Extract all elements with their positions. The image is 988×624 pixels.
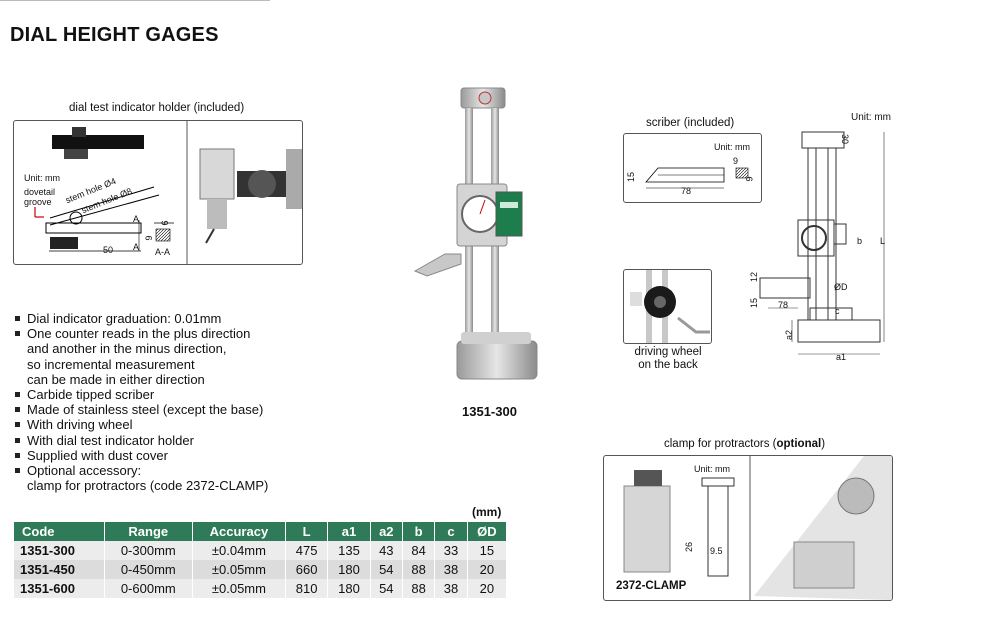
clamp-d95: 9.5 (710, 546, 723, 556)
cell: 54 (370, 560, 403, 579)
cell: 135 (327, 541, 371, 560)
cell: 0-300mm (104, 541, 193, 560)
feature-item: Supplied with dust cover (14, 448, 268, 463)
holder-unit: Unit: mm (24, 173, 60, 183)
drawing-D: ØD (834, 282, 848, 292)
holder-dim50: 50 (103, 245, 114, 255)
driving-figure (623, 269, 712, 344)
drawing-d12: 12 (749, 271, 760, 283)
header-c: c (434, 522, 468, 541)
cell: ±0.05mm (192, 560, 286, 579)
cell: 180 (327, 560, 371, 579)
feature-item: Optional accessory: clamp for protractor… (14, 463, 268, 493)
header-a2: a2 (370, 522, 403, 541)
table-header-row: Code Range Accuracy L a1 a2 b c ØD (14, 522, 508, 541)
clamp-caption: clamp for protractors (optional) (664, 438, 826, 450)
cell: 180 (327, 579, 371, 598)
header-b: b (402, 522, 436, 541)
cell: 1351-300 (14, 541, 105, 560)
scriber-caption: scriber (included) (646, 117, 735, 129)
product-photo (413, 87, 538, 380)
drawing-b: b (857, 236, 863, 246)
clamp-d26: 26 (684, 541, 695, 553)
scriber-d15: 15 (626, 171, 637, 183)
table-row: 1351-450 0-450mm ±0.05mm 660 180 54 88 3… (14, 560, 508, 579)
cell: 20 (467, 560, 508, 579)
cell: 38 (434, 579, 468, 598)
drawing-c: c (835, 306, 840, 316)
clamp-drawing (623, 456, 892, 600)
cell: 88 (402, 579, 436, 598)
feature-item: One counter reads in the plus direction … (14, 326, 268, 387)
clamp-figure: Unit: mm 26 9.5 2372-CLAMP (603, 455, 893, 601)
scriber-figure: Unit: mm 15 78 9 9 (623, 133, 762, 203)
header-L: L (285, 522, 329, 541)
holder-dimA2: A (133, 242, 140, 252)
cell: 475 (285, 541, 329, 560)
cell: ±0.04mm (192, 541, 286, 560)
header-accuracy: Accuracy (192, 522, 286, 541)
driving-caption: driving wheel on the back (634, 346, 702, 371)
cell: 54 (370, 579, 403, 598)
scriber-d9a: 9 (733, 156, 739, 166)
drawing-d30: 30 (840, 133, 851, 145)
header-code: Code (14, 522, 105, 541)
holder-drawing (34, 121, 302, 264)
cell: 1351-600 (14, 579, 105, 598)
cell: 660 (285, 560, 329, 579)
drawing-d15: 15 (749, 297, 760, 309)
drawing-a2: a2 (784, 329, 795, 341)
table-row: 1351-300 0-300mm ±0.04mm 475 135 43 84 3… (14, 541, 508, 560)
table-row: 1351-600 0-600mm ±0.05mm 810 180 54 88 3… (14, 579, 508, 598)
header-a1: a1 (327, 522, 371, 541)
header-range: Range (104, 522, 193, 541)
drawing-main (759, 131, 885, 355)
holder-section: A-A (155, 247, 171, 257)
drawing-d78: 78 (778, 300, 789, 310)
feature-item: With driving wheel (14, 417, 268, 432)
clamp-unit: Unit: mm (694, 464, 730, 474)
cell: 810 (285, 579, 329, 598)
scriber-unit: Unit: mm (714, 142, 750, 152)
feature-item: Dial indicator graduation: 0.01mm (14, 311, 268, 326)
holder-caption: dial test indicator holder (included) (69, 102, 245, 114)
drawing-L: L (880, 236, 886, 246)
cell: 15 (467, 541, 508, 560)
scriber-d78: 78 (681, 186, 692, 196)
driving-photo (630, 270, 710, 343)
holder-dim6: 6 (143, 235, 154, 241)
feature-list: Dial indicator graduation: 0.01mm One co… (14, 311, 268, 493)
cell: 20 (467, 579, 508, 598)
cell: 33 (434, 541, 468, 560)
cell: 38 (434, 560, 468, 579)
feature-item: Carbide tipped scriber (14, 387, 268, 402)
clamp-code: 2372-CLAMP (616, 580, 687, 592)
top-rule (0, 0, 270, 1)
spec-table: Code Range Accuracy L a1 a2 b c ØD 1351-… (14, 522, 508, 598)
holder-figure: Unit: mm dovetail groove stem hole Ø4 st… (13, 120, 303, 265)
feature-item: With dial test indicator holder (14, 433, 268, 448)
cell: 84 (402, 541, 436, 560)
scriber-drawing (645, 167, 749, 189)
cell: 1351-450 (14, 560, 105, 579)
header-D: ØD (467, 522, 508, 541)
cell: ±0.05mm (192, 579, 286, 598)
cell: 88 (402, 560, 436, 579)
cell: 0-450mm (104, 560, 193, 579)
product-code: 1351-300 (462, 404, 517, 419)
page-title: DIAL HEIGHT GAGES (10, 24, 219, 46)
cell: 43 (370, 541, 403, 560)
drawing-unit: Unit: mm (851, 112, 891, 123)
feature-item: Made of stainless steel (except the base… (14, 402, 268, 417)
holder-dim9: 9 (159, 220, 170, 226)
holder-dovetail: dovetail groove (24, 187, 56, 207)
cell: 0-600mm (104, 579, 193, 598)
table-unit: (mm) (472, 505, 502, 519)
holder-dimA1: A (133, 214, 140, 224)
drawing-a1: a1 (836, 352, 847, 362)
